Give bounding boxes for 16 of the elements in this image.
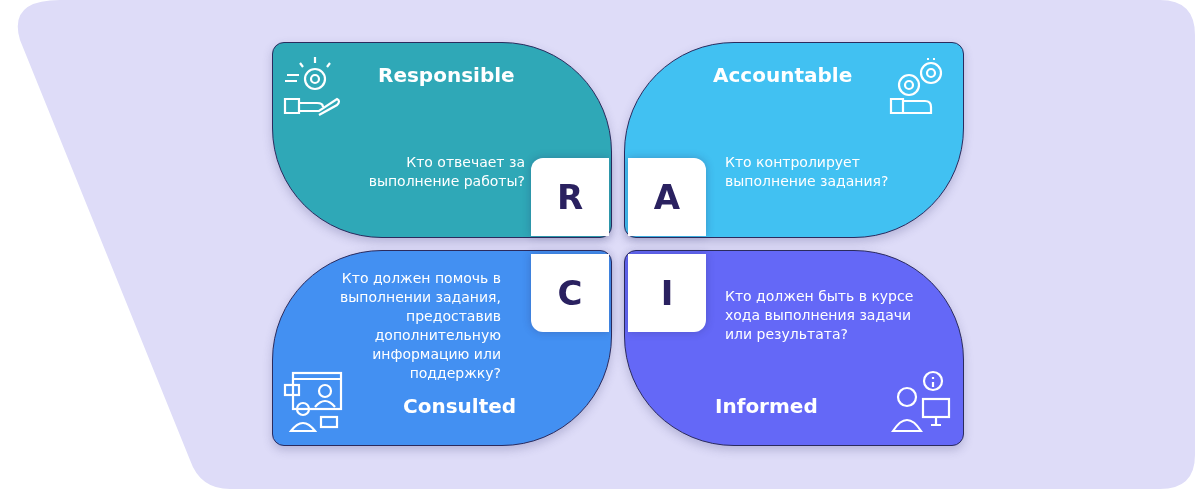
role-card	[272, 42, 612, 238]
question-text: Кто отвечает за выполнение работы?	[367, 153, 525, 191]
question-text: Кто контролирует выполнение задания?	[725, 153, 890, 191]
letter-tile: A	[628, 158, 706, 236]
role-heading: Informed	[715, 394, 818, 418]
role-card	[624, 42, 964, 238]
letter-tile: I	[628, 254, 706, 332]
role-heading: Responsible	[378, 63, 515, 87]
role-heading: Consulted	[403, 394, 517, 418]
letter-tile: C	[531, 254, 609, 332]
role-heading: Accountable	[713, 63, 853, 87]
question-text: Кто должен быть в курсе хода выполнения задачи или результата?	[725, 287, 915, 344]
role-card	[272, 250, 612, 446]
question-text: Кто должен помочь в выполнении задания, предоставив дополнительную информацию или поддержку?	[339, 269, 501, 383]
letter-tile: R	[531, 158, 609, 236]
role-card	[624, 250, 964, 446]
